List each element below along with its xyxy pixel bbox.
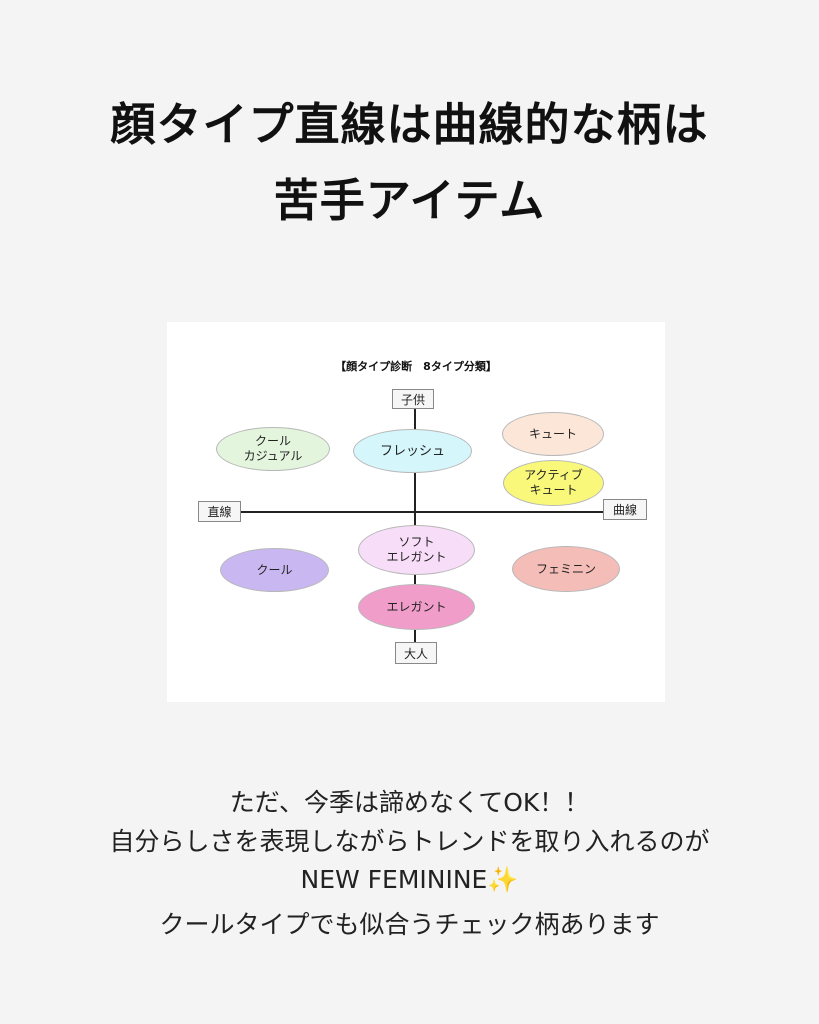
body-line1: ただ、今季は諦めなくてOK！！ [229, 788, 590, 817]
axis-label-top: 子供 [392, 389, 434, 409]
diagram-title: 【顔タイプ診断 8タイプ分類】 [335, 360, 497, 373]
body-line3: NEW FEMININE✨ [300, 865, 519, 894]
type-cute: キュート [502, 412, 604, 456]
axis-label-bottom: 大人 [395, 642, 437, 664]
headline-line1: 顔タイプ直線は曲線的な柄は [110, 98, 709, 151]
type-active-cute: アクティブ キュート [503, 460, 604, 506]
axis-label-right: 曲線 [603, 499, 647, 520]
axis-label-left: 直線 [198, 501, 241, 522]
type-fresh: フレッシュ [353, 429, 472, 473]
type-elegant: エレガント [358, 584, 475, 630]
headline-line2: 苦手アイテム [273, 174, 546, 227]
type-soft-elegant: ソフト エレガント [358, 525, 475, 575]
type-feminine: フェミニン [512, 546, 620, 592]
type-cool: クール [220, 548, 329, 592]
type-cool-casual: クール カジュアル [216, 427, 330, 471]
body-line4: クールタイプでも似合うチェック柄あります [159, 910, 660, 939]
horizontal-axis [241, 511, 603, 513]
body-line2: 自分らしさを表現しながらトレンドを取り入れるのが [109, 827, 710, 856]
